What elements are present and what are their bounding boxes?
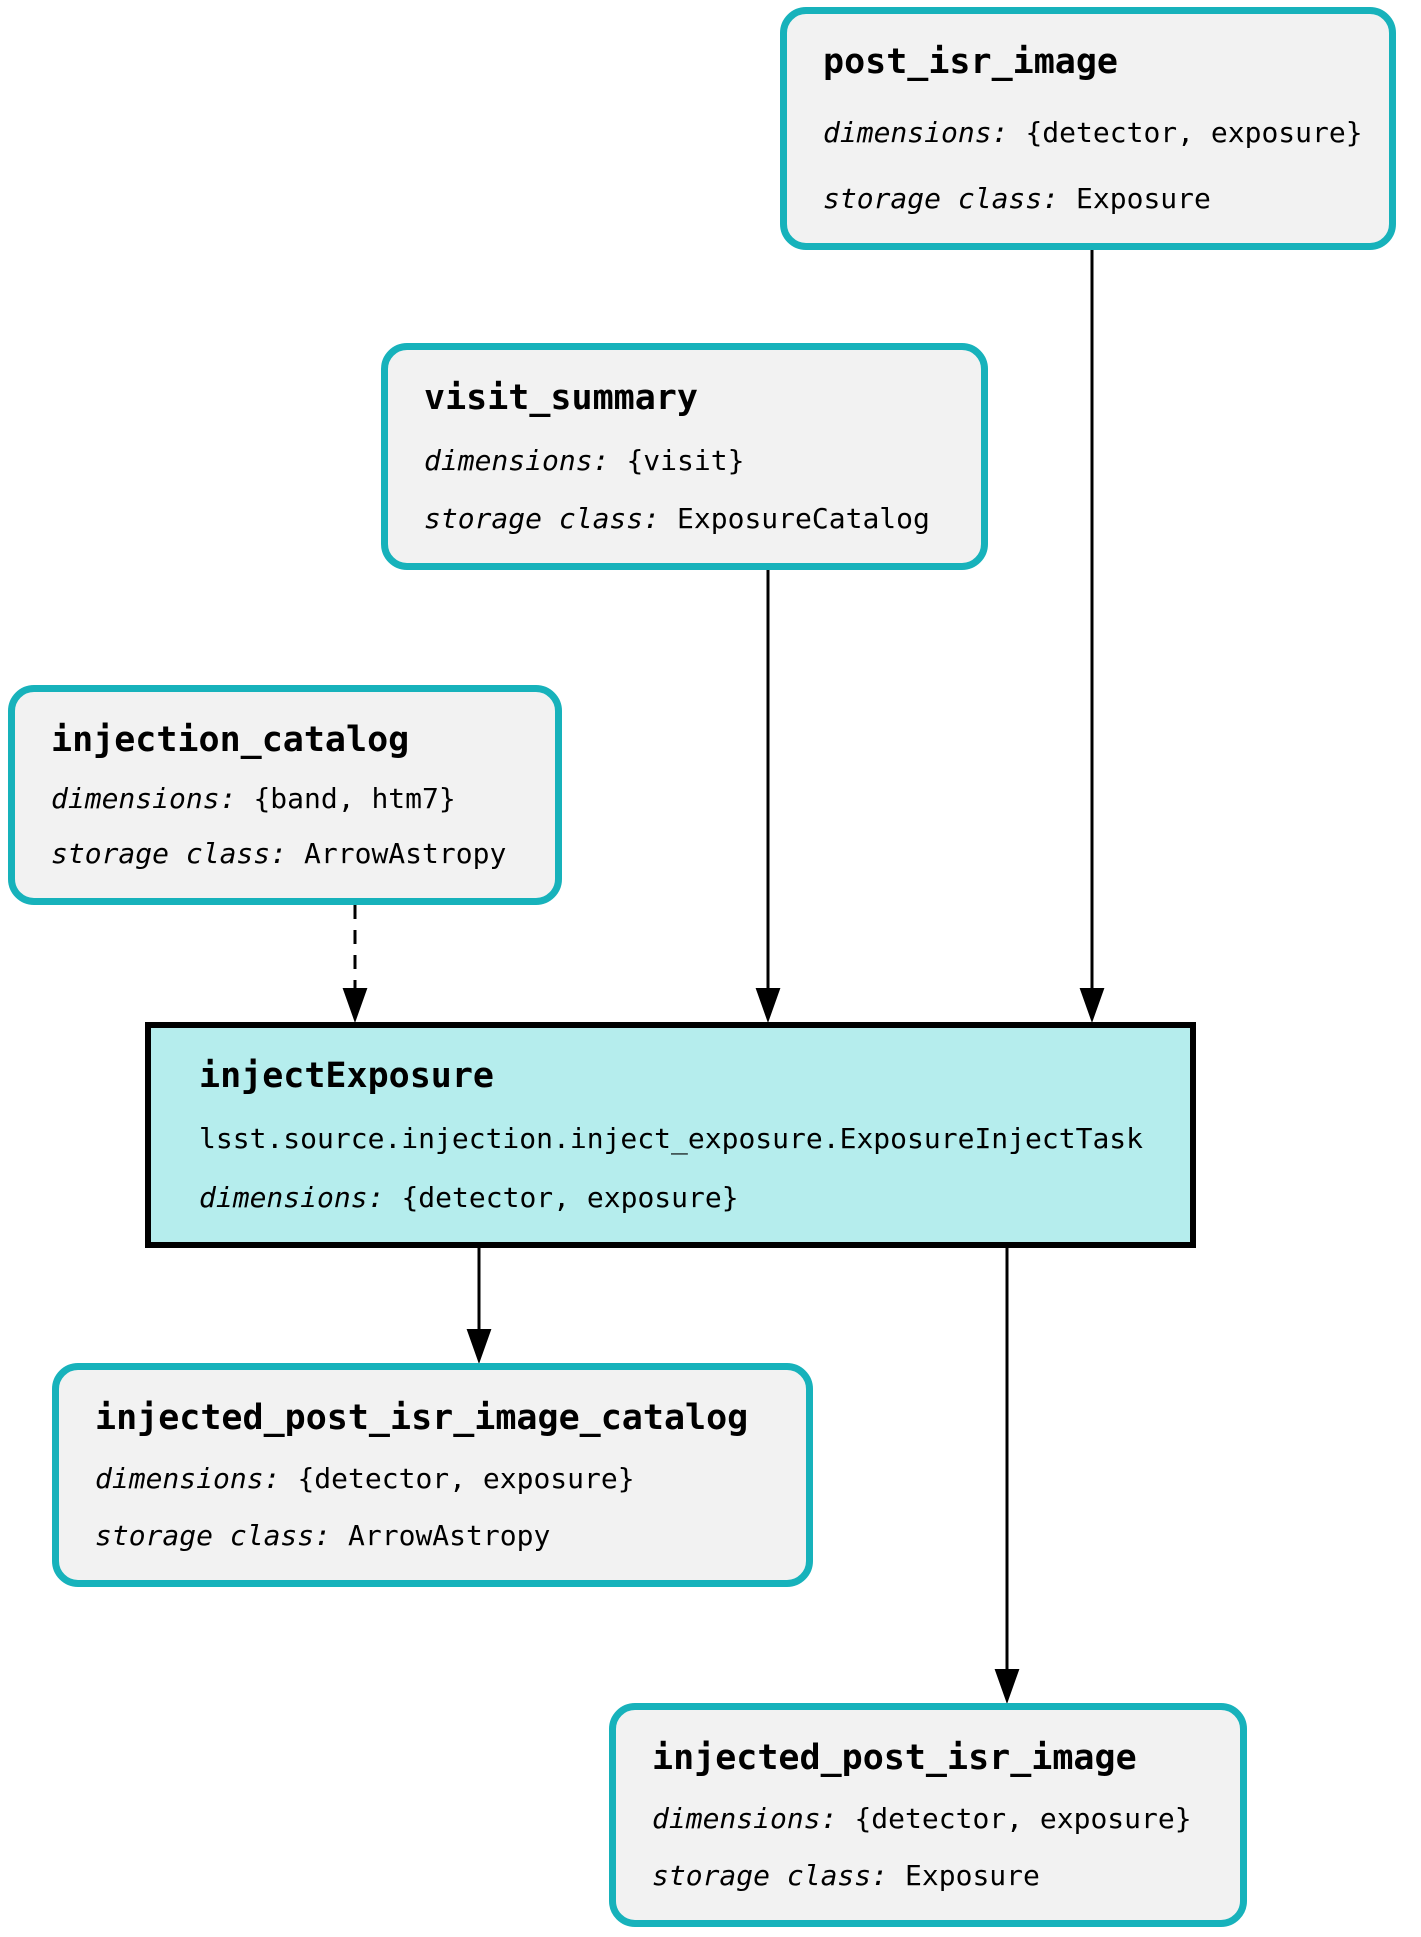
- storage-class-value: Exposure: [1076, 182, 1211, 215]
- dimensions-value: {detector, exposure}: [854, 1802, 1192, 1835]
- dimensions-value: {detector, exposure}: [1025, 115, 1363, 149]
- storage-class-label: storage class:: [424, 502, 661, 535]
- dimensions-line: dimensions: {band, htm7}: [51, 782, 525, 816]
- dimensions-value: {detector, exposure}: [297, 1462, 635, 1495]
- node-title: visit_summary: [424, 378, 698, 418]
- node-injectExposure-task: injectExposure lsst.source.injection.inj…: [145, 1022, 1196, 1248]
- node-title: injectExposure: [199, 1056, 495, 1096]
- node-injected-post-isr-image: injected_post_isr_image dimensions: {dete…: [609, 1703, 1247, 1927]
- dimensions-label: dimensions:: [652, 1802, 838, 1835]
- node-injected-post-isr-image-catalog: injected_post_isr_image_catalog dimensio…: [52, 1363, 813, 1587]
- arrowhead-visit-summary-to-injectExposure: [755, 988, 781, 1023]
- node-title: injected_post_isr_image_catalog: [95, 1398, 749, 1438]
- dimensions-label: dimensions:: [95, 1462, 281, 1495]
- storage-class-line: storage class: ExposureCatalog: [424, 502, 951, 536]
- dimensions-line: dimensions: {detector, exposure}: [95, 1462, 776, 1496]
- node-post-isr-image: post_isr_image dimensions: {detector, exp…: [780, 7, 1396, 250]
- dimensions-value: {detector, exposure}: [401, 1181, 739, 1214]
- storage-class-label: storage class:: [51, 837, 288, 870]
- storage-class-label: storage class:: [823, 182, 1060, 215]
- storage-class-line: storage class: Exposure: [823, 182, 1359, 216]
- storage-class-label: storage class:: [95, 1519, 332, 1552]
- node-title: post_isr_image: [823, 42, 1119, 82]
- task-class-value: lsst.source.injection.inject_exposure.Ex…: [199, 1122, 1144, 1155]
- arrowhead-post-isr-image-to-injectExposure: [1079, 988, 1105, 1023]
- node-injection-catalog: injection_catalog dimensions: {band, htm7…: [8, 685, 562, 905]
- node-title: injection_catalog: [51, 720, 410, 760]
- node-visit-summary: visit_summary dimensions: {visit} storage…: [381, 343, 988, 570]
- dimensions-line: dimensions: {detector, exposure}: [652, 1802, 1210, 1836]
- storage-class-line: storage class: ArrowAstropy: [95, 1519, 776, 1553]
- dimensions-label: dimensions:: [823, 115, 1009, 149]
- dimensions-line: dimensions: {visit}: [424, 444, 951, 478]
- dimensions-label: dimensions:: [424, 443, 610, 477]
- dimensions-value: {visit}: [626, 443, 745, 477]
- storage-class-label: storage class:: [652, 1859, 889, 1892]
- arrowhead-injectExposure-to-injected-post-isr-image: [994, 1669, 1020, 1704]
- arrowhead-injectExposure-to-injected-post-isr-image-catalog: [466, 1329, 492, 1364]
- storage-class-value: Exposure: [905, 1859, 1040, 1892]
- dimensions-label: dimensions:: [199, 1181, 385, 1214]
- node-title: injected_post_isr_image: [652, 1738, 1137, 1778]
- arrowhead-injection-catalog-to-injectExposure: [342, 988, 368, 1023]
- storage-class-line: storage class: Exposure: [652, 1859, 1210, 1893]
- dimensions-line: dimensions: {detector, exposure}: [199, 1181, 1160, 1215]
- task-class-line: lsst.source.injection.inject_exposure.Ex…: [199, 1122, 1160, 1156]
- dimensions-value: {band, htm7}: [253, 782, 456, 815]
- dimensions-line: dimensions: {detector, exposure}: [823, 115, 1363, 150]
- storage-class-value: ArrowAstropy: [348, 1519, 551, 1552]
- storage-class-line: storage class: ArrowAstropy: [51, 837, 525, 871]
- dimensions-label: dimensions:: [51, 782, 237, 815]
- storage-class-value: ArrowAstropy: [304, 837, 507, 870]
- storage-class-value: ExposureCatalog: [677, 502, 930, 535]
